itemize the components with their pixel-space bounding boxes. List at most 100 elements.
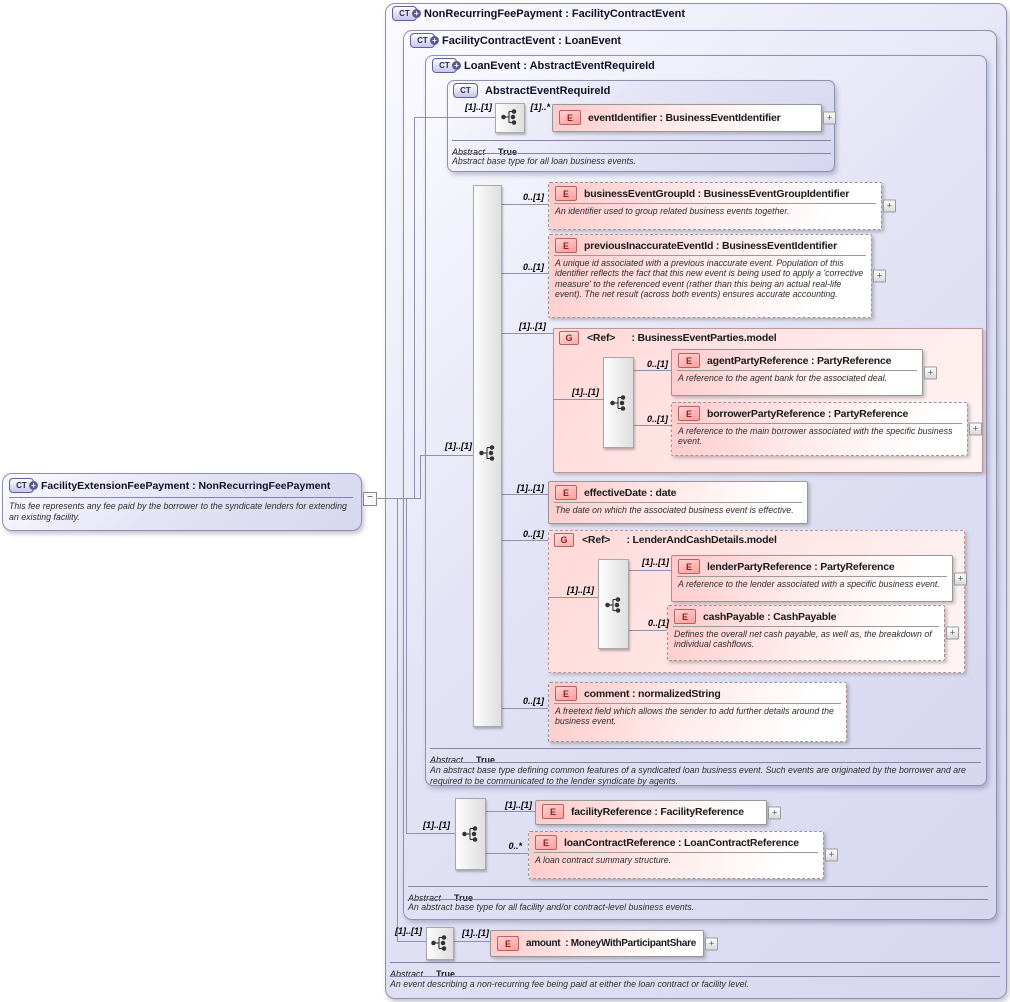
separator	[677, 576, 947, 577]
connector-line	[632, 425, 671, 426]
connector-line	[500, 708, 548, 709]
connector-line	[627, 630, 667, 631]
header-lenderAndCashDetails-group: G <Ref> : LenderAndCashDetails.model	[554, 533, 777, 547]
element-description: A freetext field which allows the sender…	[555, 706, 834, 727]
connector-line	[376, 498, 421, 499]
separator	[408, 886, 988, 887]
cardinality-label: [1]..[1]	[462, 928, 489, 938]
expand-button[interactable]: +	[768, 806, 781, 819]
collapse-handle[interactable]: −	[363, 492, 377, 506]
connector-line	[627, 570, 671, 571]
cardinality-label: [1]..[1]	[423, 820, 450, 830]
separator	[390, 976, 1000, 977]
separator	[452, 153, 831, 154]
separator	[430, 748, 981, 749]
connector-line	[414, 117, 415, 499]
connector-line	[452, 941, 490, 942]
cardinality-label: [1]..[1]	[567, 585, 594, 595]
connector-line	[500, 494, 548, 495]
expand-button[interactable]: +	[883, 199, 896, 213]
separator	[677, 370, 917, 371]
cardinality-label: 0..[1]	[522, 529, 544, 539]
element-icon: E	[542, 804, 564, 819]
header-abstractEventRequireId: CT AbstractEventRequireId	[453, 83, 610, 98]
cardinality-label: [1]..[1]	[517, 483, 544, 493]
connector-line	[484, 853, 528, 854]
connector-line	[500, 273, 548, 274]
element-description: A reference to the lender associated wit…	[678, 579, 940, 589]
cardinality-label: 0..[1]	[646, 359, 668, 369]
connector-line	[500, 204, 548, 205]
cardinality-label: 0..[1]	[522, 696, 544, 706]
connector-line	[484, 811, 535, 812]
connector-line	[406, 833, 455, 834]
group-icon: G	[554, 533, 574, 547]
element-description: A loan contract summary structure.	[535, 855, 672, 865]
element-icon: E	[555, 186, 577, 201]
type-description: This fee represents any fee paid by the …	[9, 501, 347, 522]
header-loanEvent: CT+ LoanEvent : AbstractEventRequireId	[432, 58, 655, 73]
separator	[390, 962, 1000, 963]
cardinality-label: [1]..[1]	[445, 441, 472, 451]
element-description: An identifier used to group related busi…	[555, 206, 790, 216]
cardinality-label: 0..[1]	[646, 414, 668, 424]
element-icon: E	[559, 110, 581, 125]
sequence-compositor	[455, 798, 486, 870]
expand-button[interactable]: +	[946, 626, 959, 640]
derived-plus-icon: +	[412, 9, 421, 18]
separator	[534, 852, 818, 853]
expand-button[interactable]: +	[924, 366, 937, 379]
expand-button[interactable]: +	[873, 269, 886, 283]
derived-plus-icon: +	[430, 36, 439, 45]
connector-line	[406, 498, 407, 834]
separator	[554, 502, 802, 503]
connector-line	[500, 540, 548, 541]
expand-button[interactable]: +	[825, 848, 838, 862]
sequence-icon	[604, 597, 620, 613]
sequence-icon	[478, 445, 494, 461]
cardinality-label: 0..[1]	[522, 262, 544, 272]
sequence-icon	[501, 109, 517, 125]
connector-line	[420, 455, 421, 499]
separator	[9, 497, 353, 498]
element-description: Defines the overall net cash payable, as…	[674, 629, 932, 650]
type-description: Abstract base type for all loan business…	[452, 156, 636, 166]
type-title: FacilityExtensionFeePayment : NonRecurri…	[41, 479, 331, 492]
separator	[673, 626, 939, 627]
connector-line	[397, 498, 398, 942]
connector-line	[548, 597, 598, 598]
element-icon: E	[535, 835, 557, 850]
header-nonRecurringFeePayment: CT+ NonRecurringFeePayment : FacilityCon…	[392, 6, 685, 21]
sequence-icon	[461, 826, 477, 842]
expand-button[interactable]: +	[969, 422, 982, 436]
expand-button[interactable]: +	[705, 937, 718, 950]
element-icon: E	[678, 559, 700, 574]
sequence-icon	[609, 395, 625, 411]
expand-button[interactable]: +	[823, 111, 836, 125]
cardinality-label: [1]..*	[530, 102, 550, 112]
connector-line	[553, 399, 603, 400]
cardinality-label: 0..[1]	[647, 618, 669, 628]
header-businessEventParties-group: G <Ref> : BusinessEventParties.model	[559, 331, 777, 345]
expand-button[interactable]: +	[954, 572, 967, 585]
cardinality-label: [1]..[1]	[519, 321, 546, 331]
connector-line	[500, 333, 553, 334]
complex-type-box-facilityExtensionFeePayment[interactable]: CT+ FacilityExtensionFeePayment : NonRec…	[2, 473, 362, 531]
sequence-compositor	[495, 103, 525, 133]
complex-type-icon: CT+	[9, 478, 38, 493]
separator	[408, 899, 988, 900]
sequence-icon	[431, 935, 447, 951]
